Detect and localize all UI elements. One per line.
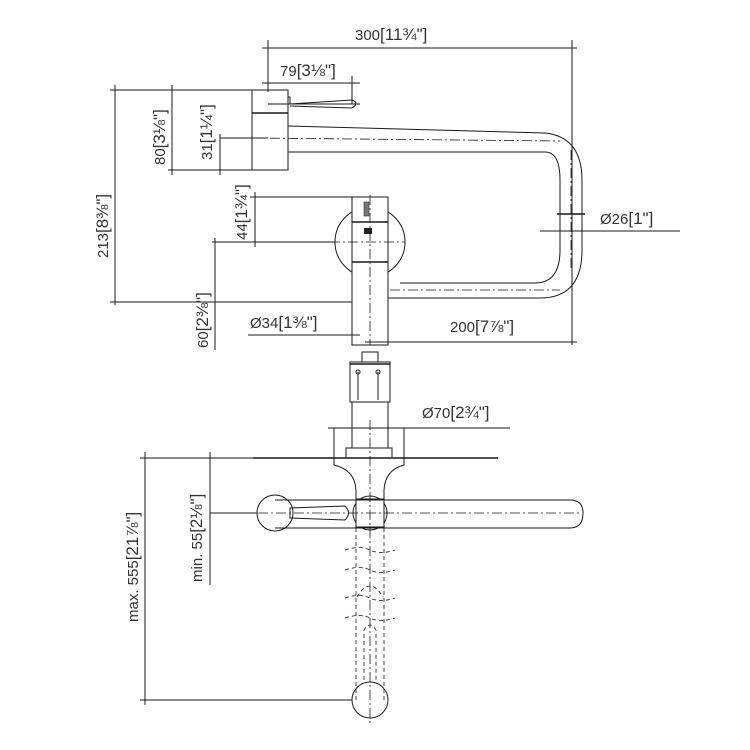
side-view: [220, 89, 585, 346]
dim-spout-length: 200[7⅞"]: [450, 317, 514, 336]
cartridge: [349, 361, 391, 403]
dim-spout-diameter: Ø26[1"]: [600, 209, 653, 228]
dim-base-height: 60[2⅜"]: [193, 292, 212, 348]
dim-valve-offset: 44[1¾"]: [232, 184, 251, 240]
dimension-labels: 300[11¾"] 79[3⅛"] 80[3⅛"] 31[1¼"] 213[8⅜…: [93, 25, 653, 622]
dim-total-height: 213[8⅜"]: [93, 194, 112, 258]
top-view: [240, 351, 584, 725]
dim-handle-reach: 79[3⅛"]: [280, 61, 336, 80]
dim-min-swing: min. 55[2⅛"]: [187, 494, 206, 582]
wall-mount-block: [220, 89, 289, 171]
spout-top: [275, 499, 584, 529]
dim-mount-height: 80[3⅛"]: [150, 109, 169, 165]
dimension-lines: [110, 40, 680, 705]
dim-spout-offset: 31[1¼"]: [197, 104, 216, 160]
dim-max-swing: max. 555[21⅞"]: [123, 512, 142, 622]
dim-flange-diameter: Ø70[2¾"]: [422, 403, 489, 422]
spout-arm: [287, 125, 583, 299]
handle: [288, 96, 357, 109]
dim-body-diameter: Ø34[1⅜"]: [250, 313, 317, 332]
dim-overall-reach: 300[11¾"]: [355, 25, 427, 44]
